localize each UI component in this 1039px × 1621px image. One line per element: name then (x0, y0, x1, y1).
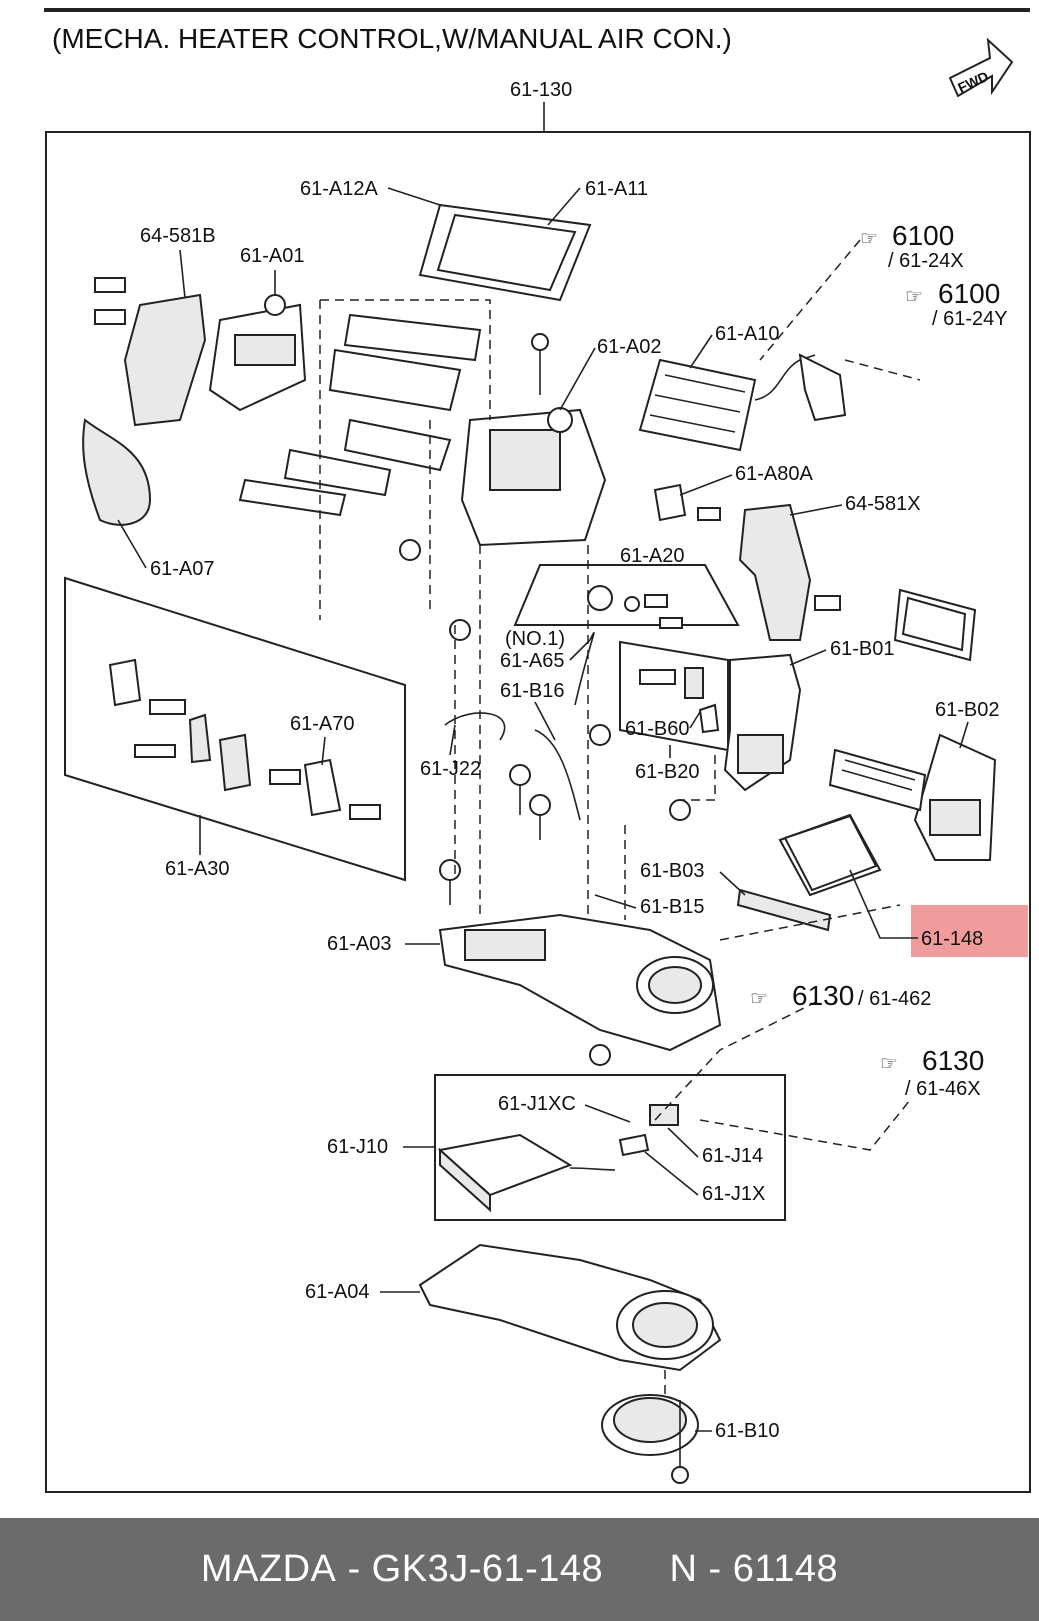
seal-frame (893, 588, 977, 662)
label-61-b03: 61-B03 (640, 860, 705, 882)
control-parts-61-a30 (108, 658, 381, 820)
upper-case-61-a04 (418, 1243, 722, 1372)
label-61-a80a: 61-A80A (735, 463, 813, 485)
blower-motor-61-b10 (601, 1394, 699, 1484)
lower-case-61-a03 (438, 913, 722, 1052)
ref4-number: 6130 (922, 1045, 984, 1076)
ref2-number: 6100 (938, 278, 1000, 309)
ref3-sub: / 61-462 (858, 988, 931, 1010)
ref-6100-24y: ☞ 6100 / 61-24Y (905, 278, 1008, 330)
ref2-sub: / 61-24Y (932, 308, 1008, 330)
intake-grille (828, 748, 927, 812)
motor-61-b60 (639, 667, 720, 734)
label-61-a70: 61-A70 (290, 713, 355, 735)
footer-catalog-number: N - 61148 (669, 1548, 839, 1590)
harness-61-j22 (444, 631, 595, 821)
bracket-64-581b (94, 277, 207, 427)
assembly-label: 61-130 (510, 79, 572, 101)
label-61-a11: 61-A11 (585, 178, 648, 200)
screws (399, 539, 691, 1066)
duct-61-a07 (82, 418, 152, 526)
exploded-parts-diagram: (MECHA. HEATER CONTROL,W/MANUAL AIR CON.… (44, 8, 1031, 1493)
label-61-a02: 61-A02 (597, 336, 662, 358)
hand-icon: ☞ (750, 988, 768, 1010)
label-61-j14: 61-J14 (702, 1145, 763, 1167)
hand-icon: ☞ (905, 286, 923, 308)
diagram-title: (MECHA. HEATER CONTROL,W/MANUAL AIR CON.… (52, 23, 732, 54)
fwd-arrow-icon: FWD (948, 37, 1014, 98)
hand-icon: ☞ (860, 228, 878, 250)
label-61-a20: 61-A20 (620, 545, 685, 567)
footer-part-number: GK3J-61-148 (371, 1548, 604, 1590)
label-61-b02: 61-B02 (935, 699, 1000, 721)
label-61-a12a: 61-A12A (300, 178, 378, 200)
label-61-b20: 61-B20 (635, 761, 700, 783)
label-61-j22: 61-J22 (420, 758, 481, 780)
hand-icon: ☞ (880, 1053, 898, 1075)
label-61-b10: 61-B10 (715, 1420, 780, 1442)
highlight-box-61-148 (911, 905, 1028, 957)
label-61-a30: 61-A30 (165, 858, 230, 880)
evaporator-61-j10 (437, 1133, 616, 1213)
bracket-61-a80a (653, 483, 721, 522)
label-61-148: 61-148 (921, 928, 983, 950)
label-61-a01: 61-A01 (240, 245, 305, 267)
heater-unit-center (460, 333, 607, 547)
linkage-parts-61-a20 (587, 585, 683, 629)
duct-seal-61-a11 (418, 203, 592, 302)
assembly-frame (45, 131, 1031, 1493)
label-61-b60: 61-B60 (625, 718, 690, 740)
ref1-sub: / 61-24X (888, 250, 964, 272)
label-61-a10: 61-A10 (715, 323, 780, 345)
duct-64-581x (738, 503, 841, 641)
label-no1: (NO.1) (505, 628, 565, 650)
kit-frame-61-a30 (64, 576, 406, 882)
air-filter-61-148 (778, 813, 882, 897)
ref-6100-24x: ☞ 6100 / 61-24X (860, 220, 964, 272)
ref1-number: 6100 (892, 220, 954, 251)
label-61-j1x: 61-J1X (702, 1183, 765, 1205)
label-61-a65: 61-A65 (500, 650, 565, 672)
ref-6130-462: ☞ 6130 / 61-462 (750, 980, 931, 1011)
label-64-581x: 64-581X (845, 493, 921, 515)
label-61-b16: 61-B16 (500, 680, 565, 702)
resistor-61-b02 (913, 733, 997, 861)
ref4-sub: / 61-46X (905, 1078, 981, 1100)
ref-6130-46x: ☞ 6130 / 61-46X (880, 1045, 984, 1100)
part-number-footer: MAZDA - GK3J-61-148 N - 61148 (0, 1518, 1039, 1621)
filter-cover-61-b03 (736, 888, 832, 932)
label-61-j1xc: 61-J1XC (498, 1093, 576, 1115)
clip-61-j1x (618, 1133, 650, 1157)
ref3-number: 6130 (792, 980, 854, 1011)
label-61-a04: 61-A04 (305, 1281, 370, 1303)
heater-core-61-a10 (638, 353, 847, 452)
label-61-j10: 61-J10 (327, 1136, 388, 1158)
sensor-61-j14 (649, 1104, 679, 1126)
label-61-b01: 61-B01 (830, 638, 895, 660)
label-61-a07: 61-A07 (150, 558, 215, 580)
label-64-581b: 64-581B (140, 225, 216, 247)
label-61-b15: 61-B15 (640, 896, 705, 918)
label-61-a03: 61-A03 (327, 933, 392, 955)
footer-brand: MAZDA (200, 1548, 337, 1590)
mode-door-housing-61-a01 (208, 294, 307, 412)
vent-doors (238, 313, 482, 517)
blower-case-61-b01 (723, 653, 802, 792)
kit-frame-61-a20 (513, 564, 740, 626)
